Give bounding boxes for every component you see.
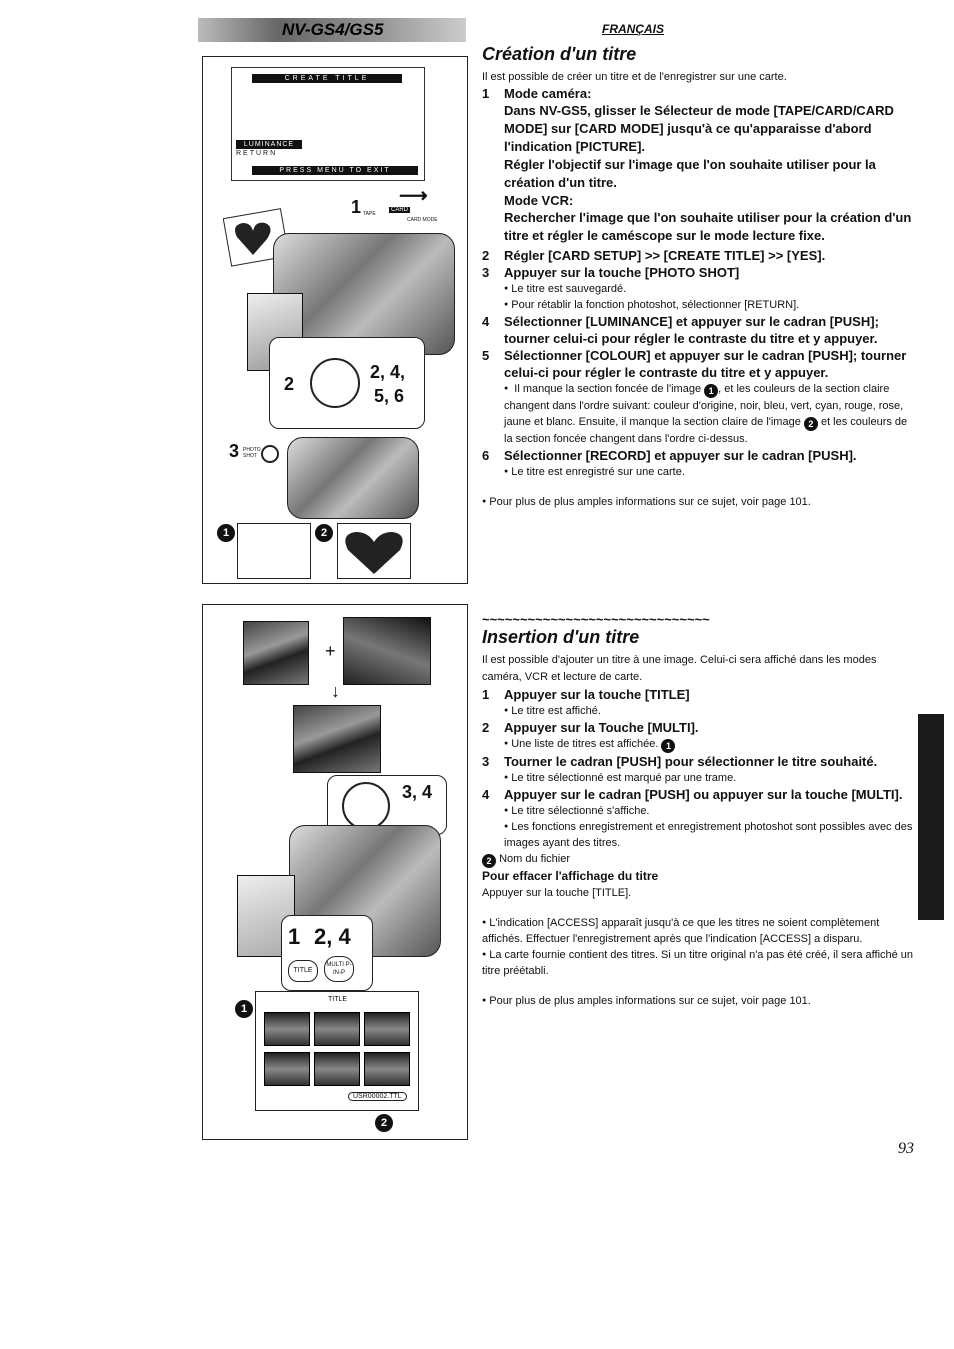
section-edge-tab (918, 714, 944, 920)
card-mode-label: CARD MODE (407, 217, 438, 223)
fig1-label-1: 1 (351, 197, 362, 217)
section1-title: Création d'un titre (482, 44, 637, 64)
dial-label-2456: 2, 4, (370, 362, 406, 382)
marker-1-fig2: 1 (235, 997, 253, 1018)
marker-1: 1 (217, 521, 235, 542)
title-overlay (343, 617, 431, 685)
combined-photo (293, 705, 381, 773)
figure-insert-title: + ↓ 3, 4 1 2, 4 TITLE MULTI P-IN-P 1 TIT… (202, 604, 468, 1140)
dial-callout: 2 2, 4, 5, 6 (269, 337, 425, 429)
section2-step1-bullet1: Le titre est affiché. (482, 703, 914, 719)
title-thumb (364, 1052, 410, 1086)
section1-step1-body2: Régler l'objectif sur l'image que l'on s… (504, 157, 876, 190)
section2-step4-bullet2: Les fonctions enregistrement et enregist… (482, 819, 914, 851)
arrow-down-icon: ↓ (331, 681, 340, 701)
marker-1-inline: 1 (661, 739, 676, 753)
section1-step3-bullet1: Le titre est sauvegardé. (482, 281, 912, 297)
title-thumb (264, 1052, 310, 1086)
section2-step4-bullet1: Le titre sélectionné s'affiche. (482, 803, 914, 819)
menu-screen: CREATE TITLE LUMINANCE RETURN PRESS MENU… (231, 67, 425, 181)
section1-step1-vcr-body: Rechercher l'image que l'on souhaite uti… (504, 210, 912, 243)
buttons-callout: 1 2, 4 TITLE MULTI P-IN-P (281, 915, 373, 991)
clear-title-body: Appuyer sur la touche [TITLE]. (482, 887, 632, 899)
wave-divider: ~~~~~~~~~~~~~~~~~~~~~~~~~~~~~~ (482, 612, 710, 627)
menu-item-return: RETURN (236, 150, 278, 157)
dial-label-2: 2 (284, 374, 295, 394)
menu-item-luminance: LUMINANCE (236, 140, 302, 149)
plus-icon: + (325, 641, 336, 661)
menu-footer: PRESS MENU TO EXIT (252, 166, 418, 175)
buttons-label-1: 1 (288, 924, 301, 949)
section-create-title: Création d'un titre Il est possible de c… (482, 44, 912, 510)
photo-shot-button-icon (261, 445, 279, 463)
clear-title-heading: Pour effacer l'affichage du titre (482, 869, 659, 883)
marker-2-fig2: 2 (375, 1111, 393, 1132)
section1-step1-body1: Dans NV-GS5, glisser le Sélecteur de mod… (504, 103, 894, 154)
section1-step3-bullet2: Pour rétablir la fonction photoshot, sél… (482, 297, 912, 313)
section2-step2-bullet1: Une liste de titres est affichée. 1 (482, 736, 914, 753)
section1-step6-bullet1: Le titre est enregistré sur une carte. (482, 464, 912, 480)
page-number: 93 (898, 1140, 914, 1157)
section-insert-title: ~~~~~~~~~~~~~~~~~~~~~~~~~~~~~~ Insertion… (482, 612, 914, 1009)
title-list-screen: TITLE USR00002.TTL (255, 991, 419, 1111)
language-label: FRANÇAIS (602, 22, 664, 36)
camcorder-illustration (273, 233, 455, 355)
source-photo (243, 621, 309, 685)
model-header: NV-GS4/GS5 (198, 18, 466, 42)
file-name-tag: USR00002.TTL (348, 1092, 407, 1101)
section2-title: Insertion d'un titre (482, 627, 640, 647)
marker-2-inline: 2 (482, 854, 496, 868)
title-button: TITLE (288, 960, 318, 982)
section2-note1: L'indication [ACCESS] apparaît jusqu'à c… (482, 915, 914, 947)
title-thumb (314, 1052, 360, 1086)
result-image-1 (237, 523, 311, 579)
result-image-2 (337, 523, 411, 579)
title-thumb (264, 1012, 310, 1046)
section2-step3-bullet1: Le titre sélectionné est marqué par une … (482, 770, 914, 786)
title-thumb (364, 1012, 410, 1046)
heart-sketch (222, 207, 293, 267)
menu-title: CREATE TITLE (252, 74, 402, 83)
dial-icon-2 (342, 782, 390, 830)
section1-footnote: Pour plus de plus amples informations su… (482, 494, 912, 510)
marker-1-inline: 1 (704, 384, 719, 398)
section1-step5-bullet1: Il manque la section foncée de l'image 1… (482, 381, 912, 447)
photo-shot-label: PHOTO SHOT (243, 447, 261, 459)
marker-2: 2 (315, 521, 333, 542)
section2-footnote: Pour plus de plus amples informations su… (482, 993, 914, 1009)
section1-step1-vcr-head: Mode VCR: (504, 193, 574, 208)
marker-2-inline: 2 (803, 417, 818, 431)
title-thumb (314, 1012, 360, 1046)
file-name-note: 2 Nom du fichier (482, 851, 914, 868)
section2-note2: La carte fournie contient des titres. Si… (482, 947, 914, 979)
tape-label: TAPE (363, 211, 376, 217)
fig1-label-3: 3 (229, 441, 240, 461)
section2-intro: Il est possible d'ajouter un titre à une… (482, 654, 877, 683)
title-list-heading: TITLE (328, 996, 348, 1003)
dial-label-56: 5, 6 (374, 386, 405, 406)
card-label: CARD (389, 207, 411, 213)
multi-button: MULTI P-IN-P (324, 956, 354, 982)
dial-icon (310, 358, 360, 408)
camcorder-top-view (287, 437, 419, 519)
dial-label-34: 3, 4 (402, 782, 433, 802)
buttons-label-24: 2, 4 (314, 924, 351, 949)
arrow-right-icon: ⟶ (399, 185, 428, 207)
section1-intro: Il est possible de créer un titre et de … (482, 71, 787, 83)
figure-create-title: CREATE TITLE LUMINANCE RETURN PRESS MENU… (202, 56, 468, 584)
